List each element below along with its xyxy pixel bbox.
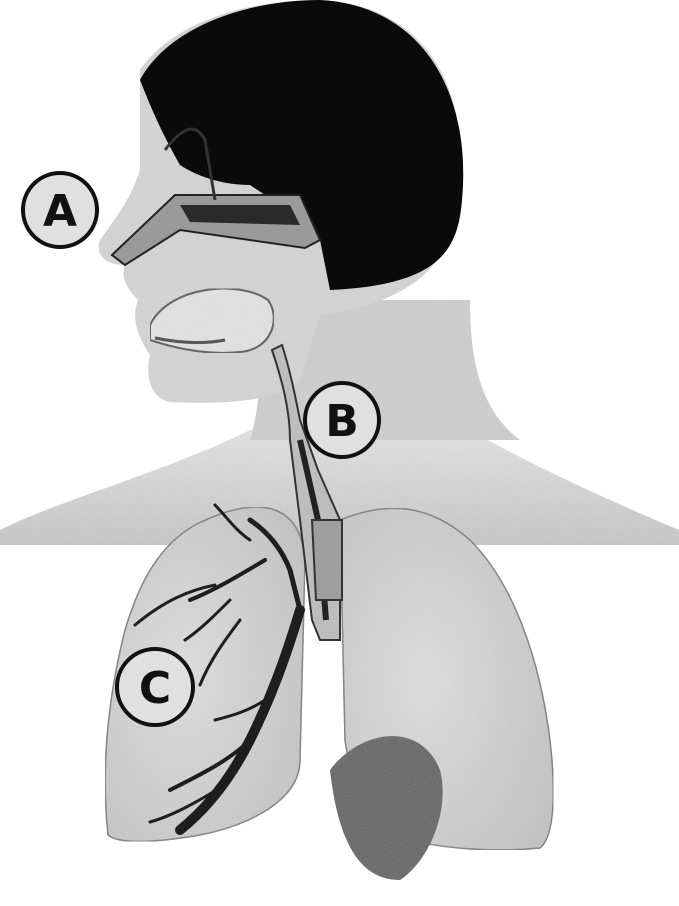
label-c-text: C	[139, 663, 171, 714]
label-b-text: B	[325, 396, 359, 447]
heart	[330, 736, 443, 880]
label-c: C	[117, 649, 193, 725]
label-a-text: A	[43, 186, 77, 237]
label-a: A	[23, 173, 97, 247]
label-b: B	[305, 383, 379, 457]
